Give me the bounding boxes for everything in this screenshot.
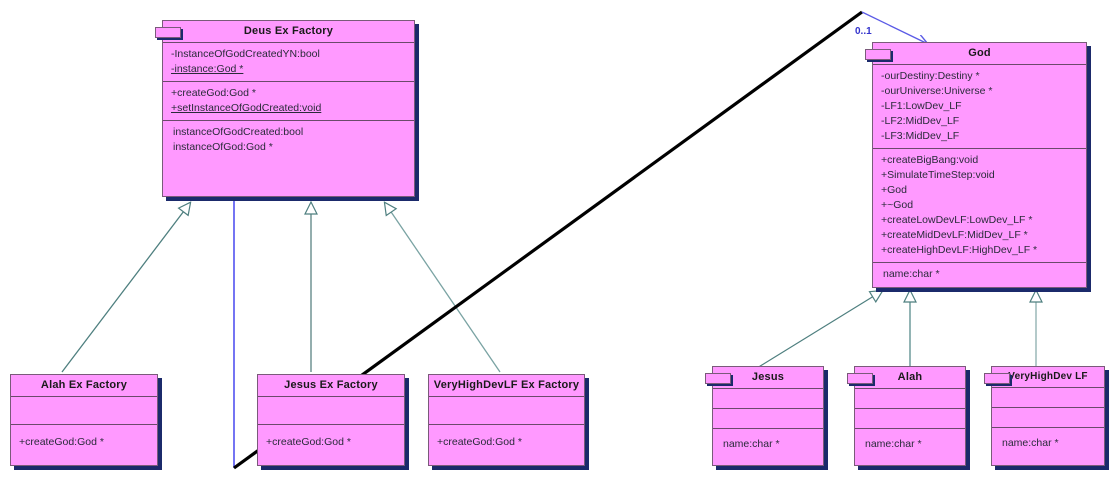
operation-item: +createLowDevLF:LowDev_LF * xyxy=(881,214,1033,226)
operations-compartment: +createGod:God * xyxy=(429,424,584,460)
attributes-compartment xyxy=(713,388,823,408)
extra-compartment: name:char * xyxy=(855,428,965,459)
attribute-item: -LF2:MidDev_LF xyxy=(881,115,960,127)
class-tab-icon xyxy=(847,373,873,384)
operation-item: +createMidDevLF:MidDev_LF * xyxy=(881,229,1028,241)
attributes-compartment xyxy=(855,388,965,408)
class-box-god[interactable]: God -ourDestiny:Destiny * -ourUniverse:U… xyxy=(865,42,1087,288)
generalization-veryhighfactory-to-deus xyxy=(385,203,501,373)
operation-item: +createGod:God * xyxy=(437,436,522,448)
operation-item: +SimulateTimeStep:void xyxy=(881,169,995,181)
attributes-compartment xyxy=(11,396,157,424)
extra-compartment: name:char * xyxy=(713,428,823,459)
attributes-compartment xyxy=(992,387,1104,407)
operations-compartment: +createGod:God * xyxy=(11,424,157,460)
attributes-compartment: -ourDestiny:Destiny * -ourUniverse:Unive… xyxy=(873,64,1086,148)
operations-compartment: +createGod:God * xyxy=(258,424,404,460)
class-title: VeryHighDevLF Ex Factory xyxy=(433,379,580,391)
operation-item: +createGod:God * xyxy=(19,436,104,448)
class-box-veryhighdevlf-ex-factory[interactable]: VeryHighDevLF Ex Factory +createGod:God … xyxy=(428,374,585,466)
attribute-item-static: -instance:God * xyxy=(171,63,244,75)
class-box-alah[interactable]: Alah name:char * xyxy=(847,366,966,466)
operation-item: +createHighDevLF:HighDev_LF * xyxy=(881,244,1038,256)
extra-item: instanceOfGod:God * xyxy=(173,141,273,153)
extra-compartment: instanceOfGodCreated:bool instanceOfGod:… xyxy=(163,120,414,159)
class-title: VeryHighDev LF xyxy=(1008,371,1088,382)
operation-item: +createBigBang:void xyxy=(881,154,979,166)
operations-compartment xyxy=(855,408,965,428)
class-title: Alah xyxy=(897,371,923,383)
operation-item: +~God xyxy=(881,199,914,211)
extra-item: name:char * xyxy=(1002,437,1059,449)
operation-item: +createGod:God * xyxy=(266,436,351,448)
class-tab-icon xyxy=(705,373,731,384)
class-tab-icon xyxy=(984,373,1010,384)
attribute-item: -ourDestiny:Destiny * xyxy=(881,70,980,82)
class-box-jesus-ex-factory[interactable]: Jesus Ex Factory +createGod:God * xyxy=(257,374,405,466)
class-title: Jesus Ex Factory xyxy=(284,379,378,391)
class-title: God xyxy=(968,47,991,59)
extra-compartment: name:char * xyxy=(873,262,1086,286)
class-tab-icon xyxy=(865,49,891,60)
attribute-item: -LF3:MidDev_LF xyxy=(881,130,960,142)
attributes-compartment xyxy=(258,396,404,424)
class-box-alah-ex-factory[interactable]: Alah Ex Factory +createGod:God * xyxy=(10,374,158,466)
attribute-item: -InstanceOfGodCreatedYN:bool xyxy=(171,48,320,60)
extra-item: name:char * xyxy=(883,268,940,280)
class-box-jesus[interactable]: Jesus name:char * xyxy=(705,366,824,466)
attributes-compartment: -InstanceOfGodCreatedYN:bool -instance:G… xyxy=(163,42,414,81)
class-title: Deus Ex Factory xyxy=(243,25,334,37)
class-box-deus-ex-factory[interactable]: Deus Ex Factory -InstanceOfGodCreatedYN:… xyxy=(155,20,415,197)
extra-item: name:char * xyxy=(723,438,780,450)
generalization-alahfactory-to-deus xyxy=(61,203,190,373)
operation-item: +God xyxy=(881,184,907,196)
class-box-veryhighdev-lf[interactable]: VeryHighDev LF name:char * xyxy=(984,366,1105,466)
attribute-item: -ourUniverse:Universe * xyxy=(881,85,993,97)
operations-compartment: +createGod:God * +setInstanceOfGodCreate… xyxy=(163,81,414,120)
multiplicity-label-god: 0..1 xyxy=(855,26,872,37)
extra-compartment: name:char * xyxy=(992,427,1104,458)
operation-item-static: +setInstanceOfGodCreated:void xyxy=(171,102,322,114)
operations-compartment: +createBigBang:void +SimulateTimeStep:vo… xyxy=(873,148,1086,262)
attributes-compartment xyxy=(429,396,584,424)
generalization-jesus-to-god xyxy=(756,291,882,369)
operation-item: +createGod:God * xyxy=(171,87,256,99)
operations-compartment xyxy=(992,407,1104,427)
attribute-item: -LF1:LowDev_LF xyxy=(881,100,962,112)
operations-compartment xyxy=(713,408,823,428)
class-tab-icon xyxy=(155,27,181,38)
extra-item: name:char * xyxy=(865,438,922,450)
extra-item: instanceOfGodCreated:bool xyxy=(173,126,304,138)
class-title: Alah Ex Factory xyxy=(40,379,128,391)
